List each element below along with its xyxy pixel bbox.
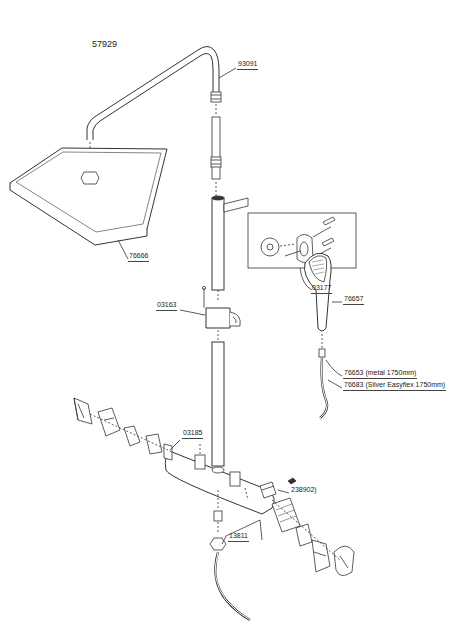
part-number: 238902) — [291, 486, 317, 494]
part-number: 76657 — [343, 295, 364, 305]
part-number: 13811 — [228, 532, 249, 542]
part-number: 03163 — [156, 301, 177, 311]
model-number: 57929 — [92, 40, 117, 50]
part-number: 03185 — [182, 429, 203, 439]
part-number: 93091 — [237, 60, 258, 70]
part-number: 76683 (Silver Easyflex 1750mm) — [343, 381, 446, 391]
part-number: 76653 (metal 1750mm) — [343, 369, 417, 379]
part-number: 03177 — [311, 284, 332, 294]
part-number: 76666 — [128, 252, 149, 262]
